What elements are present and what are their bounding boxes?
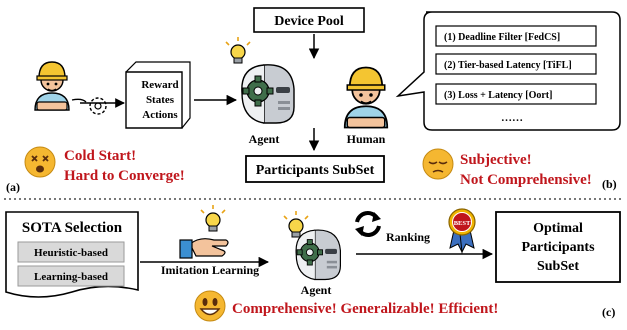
learning-box: [17, 265, 125, 287]
agent-label-top: Agent: [249, 132, 280, 146]
participants-subset-label: Participants SubSet: [256, 163, 375, 178]
panel-label-a: (a): [6, 180, 20, 194]
heuristic-label: Heuristic-based: [34, 247, 108, 259]
hand-with-idea-icon: [179, 204, 229, 259]
human-speech-bubble: (1) Deadline Filter [FedCS] (2) Tier-bas…: [395, 11, 621, 131]
device-pool-box: Device Pool: [253, 7, 365, 33]
bubble-item-box-1: [435, 25, 597, 47]
actions-label: Actions: [142, 109, 178, 121]
dizzy-face-icon: [24, 146, 56, 178]
participants-subset-box: Participants SubSet: [245, 155, 385, 183]
agent-robot-icon-bottom: [295, 229, 341, 281]
sota-selection-document: SOTA Selection Heuristic-based Learning-…: [5, 211, 139, 298]
subjective-text: Subjective!: [460, 152, 532, 168]
bubble-ellipsis: ……: [501, 112, 523, 124]
refresh-icon: [355, 211, 381, 237]
tagline-text: Comprehensive! Generalizable! Efficient!: [232, 301, 498, 317]
cold-start-text: Cold Start!: [64, 148, 136, 164]
grinning-face-icon: [194, 290, 226, 322]
hard-converge-text: Hard to Converge!: [64, 168, 185, 184]
bubble-item-1: (1) Deadline Filter [FedCS]: [444, 32, 560, 43]
participants-label: Participants: [521, 240, 595, 255]
data-flow-gear-icon: [71, 97, 107, 115]
sota-title: SOTA Selection: [22, 220, 123, 236]
pensive-face-icon: [422, 148, 454, 180]
agent-robot-icon: [241, 64, 295, 124]
human-icon: [343, 66, 389, 129]
bubble-item-3: (3) Loss + Latency [Oort]: [444, 90, 552, 101]
reward-label: Reward: [141, 79, 178, 91]
worker-icon: [34, 61, 70, 111]
ranking-label: Ranking: [386, 230, 430, 244]
not-comprehensive-text: Not Comprehensive!: [460, 172, 592, 188]
agent-label-bottom: Agent: [301, 283, 332, 297]
bubble-item-box-3: [435, 83, 597, 105]
best-badge-label: BEST: [454, 220, 471, 227]
learning-label: Learning-based: [34, 271, 108, 283]
lightbulb-icon: [225, 36, 251, 64]
imitation-learning-label: Imitation Learning: [161, 263, 259, 277]
device-pool-label: Device Pool: [274, 14, 344, 29]
optimal-subset-box: Optimal Participants SubSet: [495, 211, 621, 283]
reward-states-actions-box: Reward States Actions: [125, 61, 191, 129]
optimal-label: Optimal: [533, 221, 583, 236]
states-label: States: [146, 94, 175, 106]
bubble-item-2: (2) Tier-based Latency [TiFL]: [444, 60, 572, 71]
bubble-item-box-2: [435, 53, 597, 75]
human-label: Human: [347, 132, 386, 146]
subset-label: SubSet: [537, 259, 579, 274]
heuristic-box: [17, 241, 125, 263]
best-badge-icon: BEST: [448, 208, 476, 254]
panel-label-b: (b): [602, 177, 617, 191]
panel-label-c: (c): [602, 305, 615, 319]
